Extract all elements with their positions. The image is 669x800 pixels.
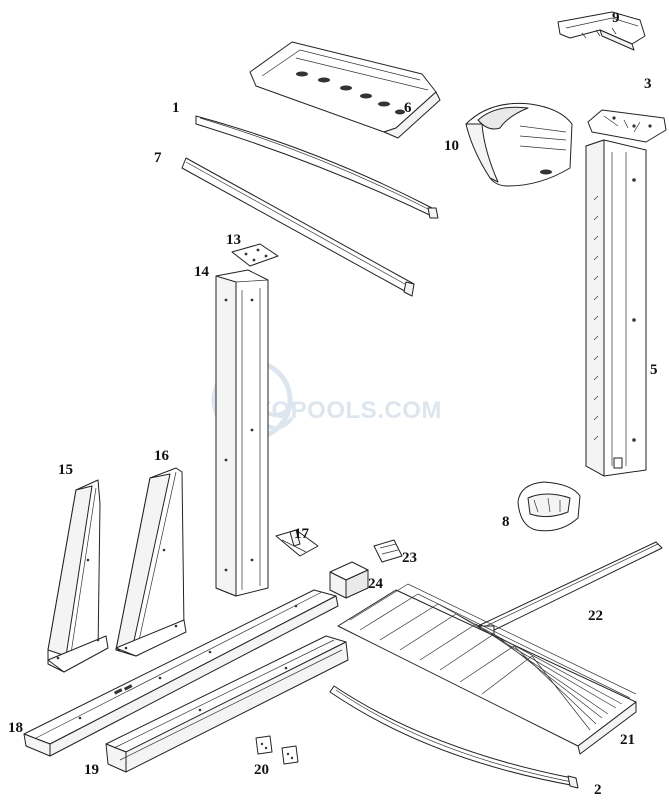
part-10-drawing xyxy=(465,102,573,187)
part-label-16: 16 xyxy=(154,448,170,464)
part-21-drawing xyxy=(337,583,637,755)
part-23-drawing xyxy=(373,539,403,563)
part-18-drawing xyxy=(23,589,339,757)
part-label-6: 6 xyxy=(404,100,412,116)
part-15-drawing xyxy=(47,479,109,673)
part-20-drawing xyxy=(255,735,299,765)
part-24-drawing xyxy=(329,561,369,599)
part-label-15: 15 xyxy=(58,462,73,478)
part-label-17: 17 xyxy=(294,526,310,542)
upright-slots xyxy=(593,195,599,441)
part-7-drawing xyxy=(181,157,415,297)
part-label-3: 3 xyxy=(644,76,652,92)
part-5-drawing xyxy=(585,139,647,477)
part-17-drawing xyxy=(275,529,319,557)
part-2-drawing xyxy=(329,685,579,789)
part-label-21: 21 xyxy=(620,732,635,748)
part-label-23: 23 xyxy=(402,550,417,566)
part-label-9: 9 xyxy=(612,10,620,26)
part-labels: 9 3 1 6 10 7 13 14 5 15 16 8 17 23 24 22… xyxy=(8,10,658,798)
part-22-drawing xyxy=(477,541,663,635)
part-label-14: 14 xyxy=(194,264,210,280)
part-label-8: 8 xyxy=(502,514,510,530)
part-1-drawing xyxy=(195,115,439,219)
part-14-drawing xyxy=(215,269,269,597)
part-label-24: 24 xyxy=(368,576,384,592)
part-label-1: 1 xyxy=(172,100,180,116)
part-6-drawing xyxy=(249,41,441,139)
part-label-5: 5 xyxy=(650,362,658,378)
part-13-drawing xyxy=(231,243,279,267)
part-3-drawing xyxy=(587,109,667,143)
part-label-13: 13 xyxy=(226,232,241,248)
part-label-19: 19 xyxy=(84,762,99,778)
part-label-2: 2 xyxy=(594,782,602,798)
part-label-18: 18 xyxy=(8,720,23,736)
part-label-22: 22 xyxy=(588,608,603,624)
part-8-drawing xyxy=(517,481,581,532)
part-label-7: 7 xyxy=(154,150,162,166)
part-19-drawing xyxy=(105,635,349,773)
part-label-20: 20 xyxy=(254,762,269,778)
part-label-10: 10 xyxy=(444,138,459,154)
part-16-drawing xyxy=(115,467,187,657)
part-9-drawing xyxy=(557,11,646,51)
